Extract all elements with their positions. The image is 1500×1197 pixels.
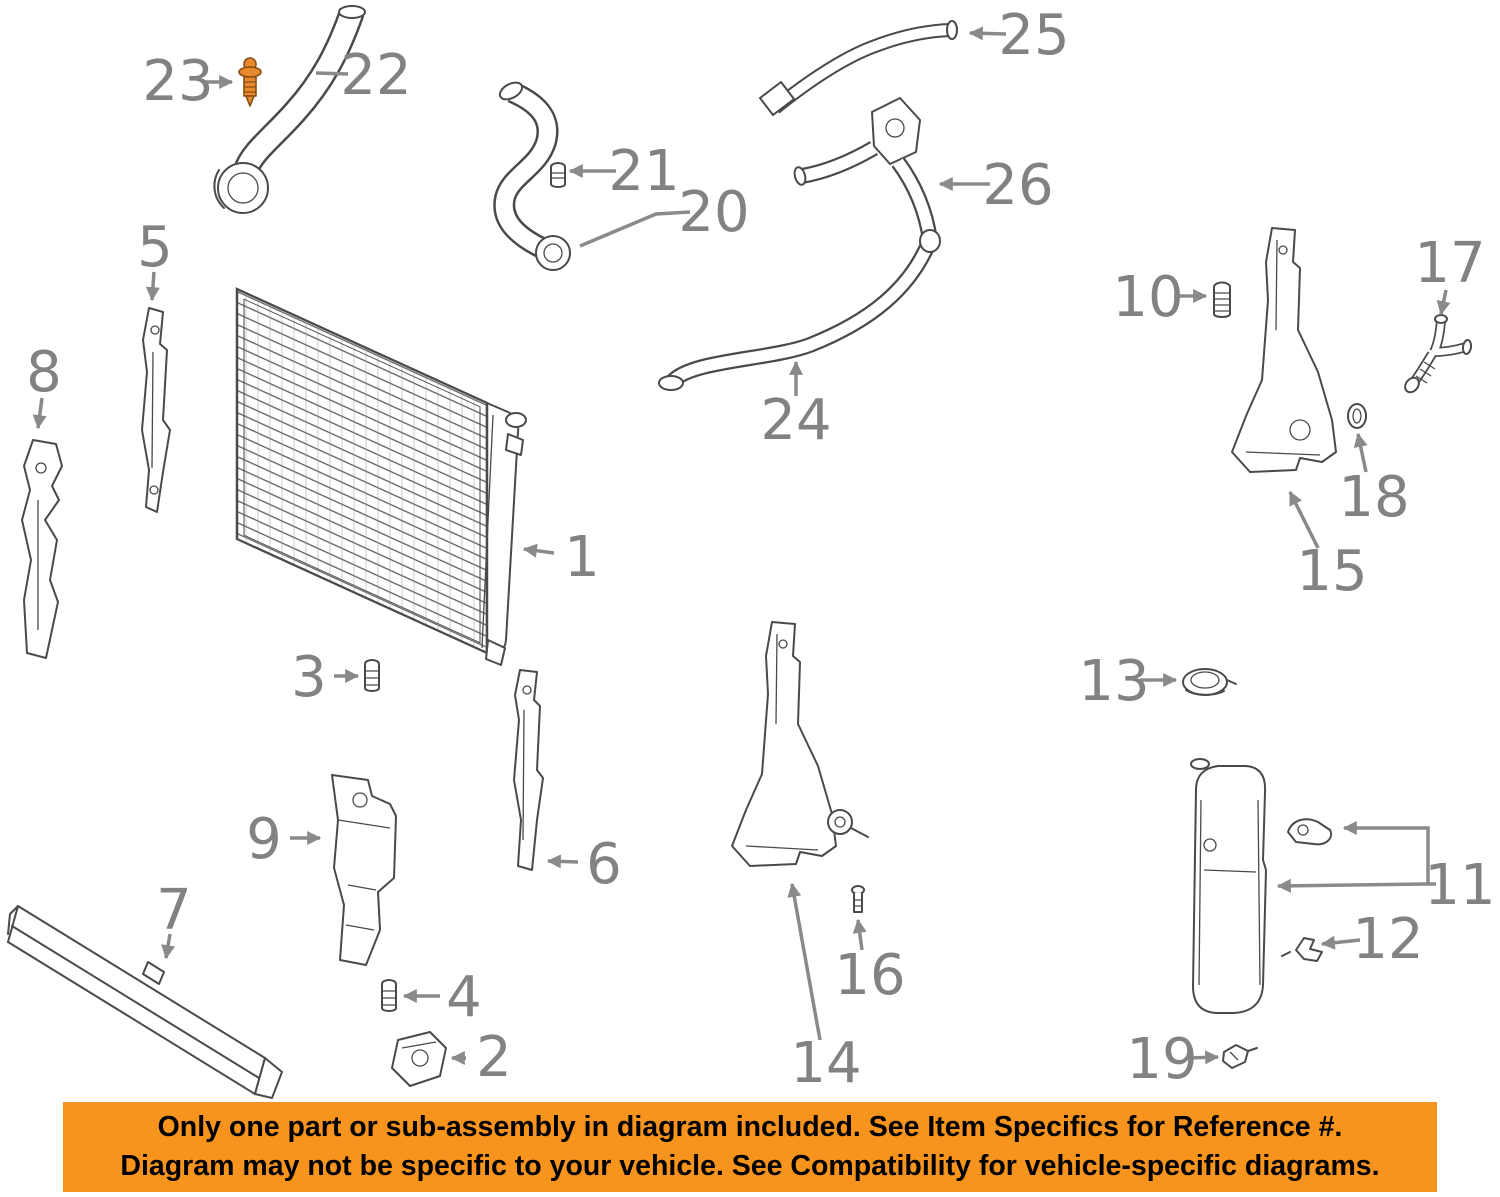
callout-label-18: 18: [1338, 465, 1409, 530]
callout-label-4: 4: [446, 965, 482, 1030]
callout-6: 6: [546, 832, 622, 897]
rubber-mount-drawing-3: [364, 659, 380, 692]
callout-21: 21: [568, 139, 680, 204]
callout-label-14: 14: [790, 1031, 861, 1096]
center-hose-drawing: [493, 81, 571, 271]
callout-label-20: 20: [678, 180, 749, 245]
callout-11: 11: [1276, 821, 1496, 918]
disclaimer-banner: Only one part or sub-assembly in diagram…: [63, 1102, 1437, 1192]
drain-plug-highlighted-drawing: [238, 57, 262, 107]
mount-bracket-drawing-9: [331, 774, 397, 966]
cap-drawing: [1182, 668, 1237, 696]
lower-bracket-drawing-2: [391, 1031, 447, 1087]
callout-3: 3: [291, 645, 360, 710]
callout-18: 18: [1338, 432, 1410, 530]
sill-trim-drawing: [7, 905, 283, 1099]
rubber-mount-drawing-4: [381, 979, 397, 1012]
callout-label-21: 21: [608, 139, 679, 204]
callout-label-9: 9: [246, 807, 282, 872]
callout-24: 24: [760, 360, 832, 453]
callout-label-7: 7: [156, 878, 192, 943]
rubber-mount-drawing-10: [1213, 281, 1231, 318]
callout-label-17: 17: [1414, 231, 1485, 296]
clip-drawing-19: [1222, 1044, 1258, 1069]
callout-14: 14: [787, 882, 862, 1096]
callout-23: 23: [142, 49, 234, 114]
callout-19: 19: [1126, 1027, 1220, 1092]
callout-9: 9: [246, 807, 322, 872]
callout-label-22: 22: [340, 43, 411, 108]
callout-26: 26: [938, 153, 1054, 218]
carrier-frame-right-drawing: [1231, 227, 1337, 473]
callout-label-19: 19: [1126, 1027, 1197, 1092]
callout-label-8: 8: [26, 340, 62, 405]
callout-label-5: 5: [137, 215, 173, 280]
callout-label-1: 1: [564, 525, 600, 590]
callout-5: 5: [137, 215, 173, 302]
callout-4: 4: [402, 965, 482, 1030]
expansion-tank-drawing: [1190, 758, 1267, 1014]
callout-label-3: 3: [291, 645, 327, 710]
callout-22: 22: [315, 43, 412, 108]
callout-8: 8: [26, 340, 62, 430]
callout-label-12: 12: [1352, 907, 1423, 972]
o-ring-drawing: [1347, 403, 1367, 429]
callout-12: 12: [1320, 907, 1424, 972]
vent-hose-drawing: [759, 20, 958, 116]
callout-label-6: 6: [586, 832, 622, 897]
callout-label-25: 25: [998, 3, 1069, 68]
callout-label-16: 16: [834, 943, 905, 1008]
disclaimer-line-2: Diagram may not be specific to your vehi…: [120, 1150, 1380, 1182]
callout-1: 1: [522, 525, 600, 590]
bolt-drawing-16: [851, 885, 865, 913]
callout-label-11: 11: [1424, 853, 1495, 918]
water-pipe-assembly-drawing: [658, 97, 941, 391]
disclaimer-line-1: Only one part or sub-assembly in diagram…: [157, 1111, 1343, 1143]
callout-15: 15: [1288, 490, 1368, 604]
bracket-strip-drawing-5: [141, 307, 171, 513]
callout-label-26: 26: [982, 153, 1053, 218]
callout-13: 13: [1078, 649, 1178, 714]
callout-20: 20: [579, 180, 750, 248]
callout-2: 2: [450, 1025, 512, 1090]
bolt-drawing-21: [550, 162, 566, 188]
callout-label-23: 23: [142, 49, 213, 114]
bracket-strip-drawing-6: [513, 669, 544, 871]
radiator-drawing: [235, 287, 527, 666]
callout-10: 10: [1112, 265, 1208, 330]
callout-label-15: 15: [1296, 539, 1367, 604]
callout-17: 17: [1414, 231, 1486, 316]
callout-25: 25: [968, 3, 1070, 68]
callout-7: 7: [156, 878, 192, 960]
callout-label-13: 13: [1078, 649, 1149, 714]
clip-drawing-12: [1281, 937, 1323, 962]
upper-radiator-hose-drawing: [213, 5, 366, 214]
tank-gasket-drawing: [1287, 818, 1332, 846]
callout-label-24: 24: [760, 388, 831, 453]
t-fitting-drawing: [1404, 314, 1473, 394]
carrier-frame-center-drawing: [731, 621, 869, 867]
callout-label-2: 2: [476, 1025, 512, 1090]
callout-16: 16: [834, 918, 906, 1008]
bracket-drawing-8: [21, 439, 63, 659]
callout-label-10: 10: [1112, 265, 1183, 330]
